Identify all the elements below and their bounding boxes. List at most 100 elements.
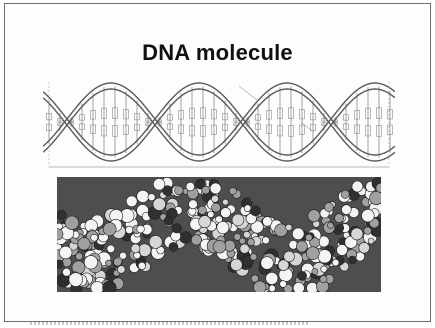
atom: [247, 239, 254, 246]
atom: [349, 256, 357, 264]
atom: [217, 222, 229, 234]
atom: [250, 206, 260, 216]
atom: [117, 266, 125, 274]
label-leader: [301, 122, 313, 132]
slide-title: DNA molecule: [5, 40, 430, 66]
atom: [210, 183, 221, 194]
atom: [250, 254, 257, 261]
atom: [370, 191, 381, 204]
atom: [57, 210, 66, 219]
atom: [91, 234, 98, 241]
atom: [368, 238, 374, 244]
atom: [198, 206, 206, 214]
atom: [78, 238, 90, 250]
double-helix-drawing: [43, 74, 395, 174]
atom: [138, 262, 145, 269]
atom: [342, 205, 352, 215]
atom: [286, 224, 292, 230]
atom: [57, 260, 63, 268]
atom: [362, 209, 375, 222]
atom: [153, 198, 166, 211]
atom: [306, 247, 319, 260]
atom: [106, 260, 112, 266]
atom: [137, 190, 149, 202]
atom: [321, 266, 327, 272]
slide: DNA molecule: [4, 3, 431, 322]
atom: [261, 257, 274, 270]
atom: [174, 186, 183, 195]
atom: [213, 240, 226, 253]
atom: [284, 251, 295, 262]
atom: [359, 242, 370, 253]
slide-shadow: [30, 322, 310, 325]
space-filling-atoms: [57, 177, 381, 292]
atom: [263, 217, 273, 227]
space-filling-model: [57, 177, 381, 292]
atom: [107, 245, 115, 253]
atom: [137, 225, 145, 233]
atom: [352, 181, 363, 192]
atom: [229, 187, 236, 194]
atom: [84, 256, 97, 269]
atom: [308, 210, 320, 222]
atom: [262, 237, 269, 244]
atom: [269, 285, 276, 292]
atom: [59, 246, 72, 259]
atom: [232, 214, 244, 226]
atom: [335, 214, 344, 223]
atom: [275, 224, 288, 237]
atom: [148, 194, 155, 201]
atom: [221, 208, 231, 218]
atom: [266, 272, 278, 284]
atom: [172, 224, 181, 233]
atom: [337, 224, 344, 231]
atom: [76, 253, 83, 260]
label-leader: [239, 86, 257, 100]
atom: [244, 205, 251, 212]
atom: [292, 228, 304, 240]
atom: [351, 228, 363, 240]
atom: [114, 258, 122, 266]
atom: [240, 244, 249, 253]
atom: [305, 234, 312, 241]
atom: [186, 182, 195, 191]
double-helix-diagram: [43, 74, 395, 174]
atom: [298, 271, 307, 280]
atom: [324, 203, 333, 212]
atom: [254, 281, 267, 292]
atom: [103, 223, 116, 236]
atom: [180, 232, 192, 244]
atom: [91, 281, 104, 292]
atom: [320, 276, 327, 283]
atom: [312, 268, 318, 274]
atom: [231, 259, 243, 271]
atom: [327, 222, 333, 228]
atom: [211, 195, 218, 202]
atom: [69, 273, 83, 287]
atom: [364, 227, 372, 235]
atom: [126, 196, 137, 207]
atom: [243, 231, 250, 238]
atom: [153, 179, 165, 191]
atom: [65, 216, 79, 230]
atom: [164, 216, 173, 225]
atom: [280, 281, 287, 288]
atom: [202, 186, 210, 194]
atom: [239, 238, 245, 244]
atom: [149, 235, 162, 248]
atom: [199, 216, 211, 228]
atom: [63, 268, 71, 276]
atom: [189, 200, 198, 209]
atom: [212, 203, 221, 212]
atom: [341, 190, 349, 198]
atom: [293, 282, 304, 292]
atom: [126, 226, 134, 234]
atom: [103, 281, 117, 292]
atom: [332, 259, 339, 266]
atom: [222, 199, 228, 205]
atom: [191, 235, 201, 245]
atom: [169, 242, 178, 251]
atom: [318, 250, 331, 263]
atom: [131, 244, 140, 253]
atom: [296, 241, 307, 252]
